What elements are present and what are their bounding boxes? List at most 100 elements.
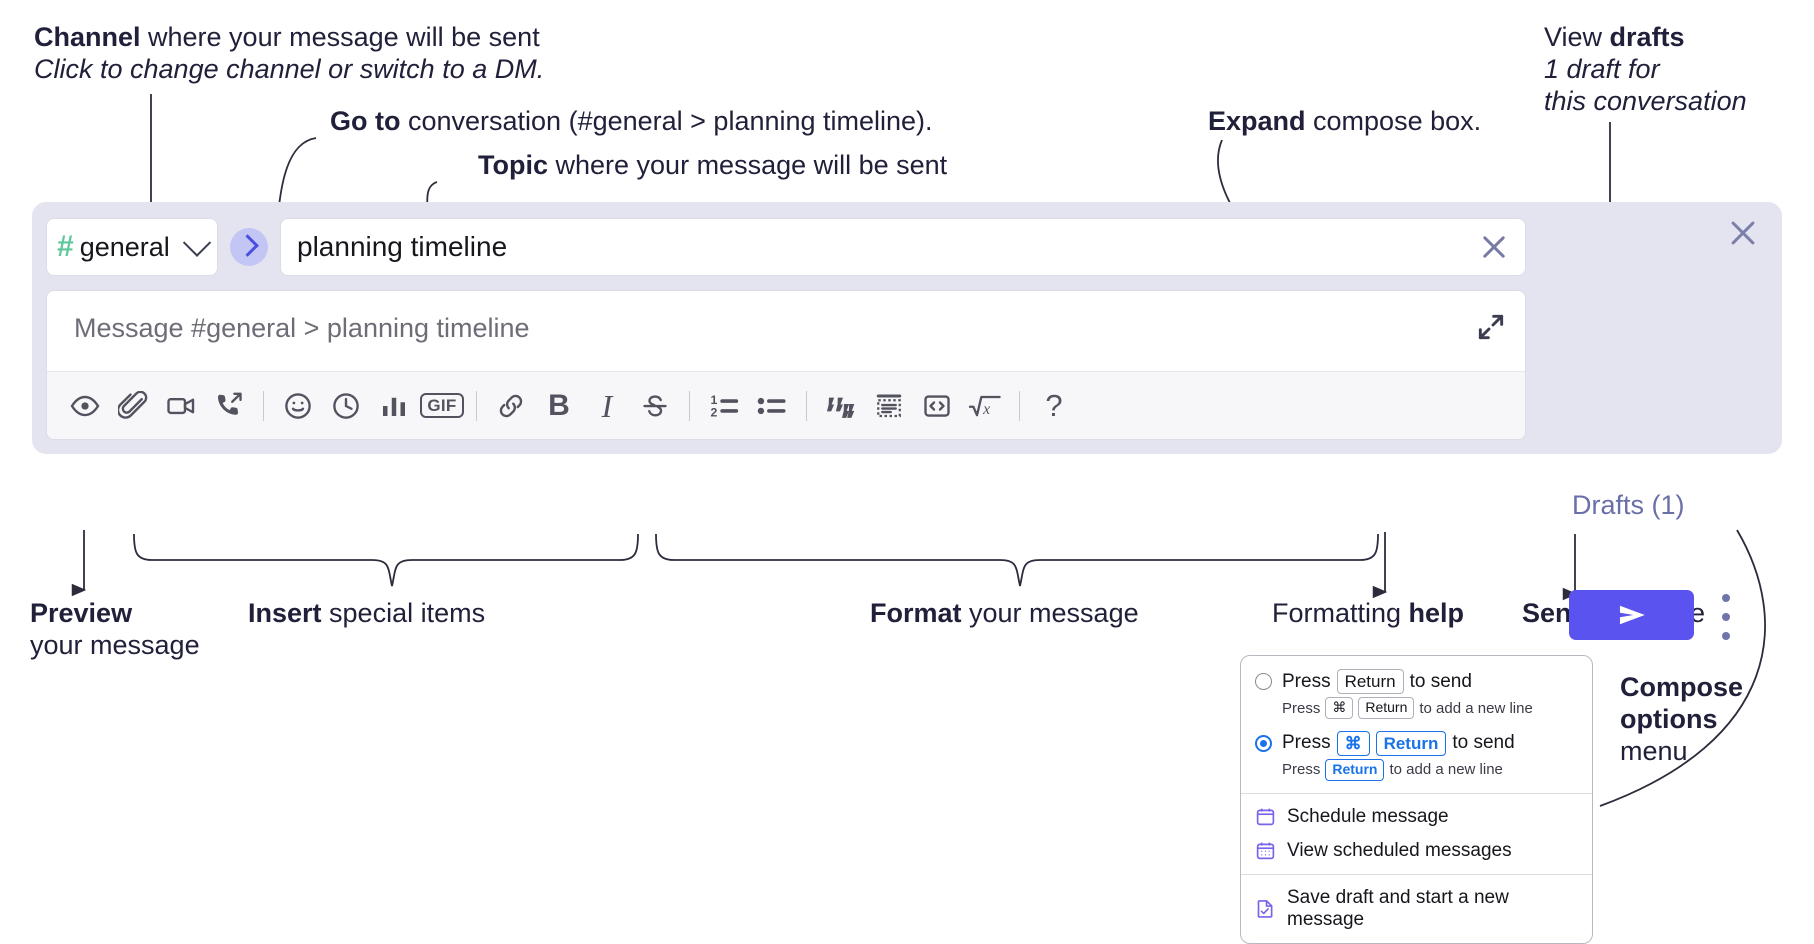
send-option-cmd-return-sub: Press Return to add a new line — [1241, 757, 1592, 783]
opt1-sub-pre: Press — [1282, 699, 1321, 717]
ordered-list-icon[interactable]: 1 2 — [700, 382, 748, 430]
opt2-pre: Press — [1282, 732, 1331, 754]
poll-icon[interactable] — [370, 382, 418, 430]
gif-icon[interactable]: GIF — [418, 382, 466, 430]
annotation-channel-italic: Click to change channel or switch to a D… — [34, 53, 545, 84]
annotation-compose-options-plain: menu — [1620, 735, 1688, 766]
save-draft-icon — [1257, 900, 1273, 918]
channel-name: general — [79, 231, 170, 262]
compose-panel: Drafts (1) # general planning timeline — [32, 202, 1782, 640]
separator-1 — [263, 390, 264, 421]
annotation-format-strong: Format — [870, 598, 962, 628]
message-input-box[interactable]: Message #general > planning timeline — [46, 290, 1526, 440]
annotation-insert-rest: special items — [321, 598, 486, 628]
drafts-link[interactable]: Drafts (1) — [1572, 490, 1685, 520]
clock-icon[interactable] — [322, 382, 370, 430]
goto-conversation-button[interactable] — [230, 228, 268, 266]
send-icon — [1619, 605, 1645, 625]
send-option-cmd-return-label: Press ⌘ Return to send — [1282, 730, 1515, 756]
strikethrough-icon[interactable] — [631, 382, 679, 430]
annotation-compose-options: Compose options menu — [1620, 672, 1743, 768]
hash-icon: # — [57, 230, 74, 263]
annotation-goto-rest: conversation (#general > planning timeli… — [400, 106, 933, 136]
annotation-drafts-plain: View — [1544, 22, 1610, 52]
dot-1 — [1722, 594, 1730, 602]
calendar-grid-icon — [1256, 842, 1275, 860]
call-icon[interactable] — [205, 382, 253, 430]
opt2-sub-post: to add a new line — [1389, 761, 1503, 779]
draft-group: Save draft and start a new message — [1241, 875, 1592, 943]
send-button[interactable] — [1569, 590, 1694, 640]
expand-icon[interactable] — [1475, 311, 1507, 343]
annotation-compose-options-strong1: Compose — [1620, 672, 1744, 702]
emoji-icon[interactable] — [274, 382, 322, 430]
menu-item-save-draft-label: Save draft and start a new message — [1287, 886, 1509, 930]
attachment-icon[interactable] — [109, 382, 157, 430]
annotation-insert-strong: Insert — [248, 598, 322, 628]
key-cmd: ⌘ — [1325, 697, 1354, 719]
annotation-compose-options-strong2: options — [1620, 703, 1718, 734]
annotation-channel-strong: Channel — [34, 22, 141, 52]
annotation-topic-rest: where your message will be sent — [548, 150, 948, 180]
radio-return[interactable] — [1255, 673, 1272, 691]
annotation-format-rest: your message — [961, 598, 1139, 628]
annotation-drafts-italic1: 1 draft for — [1544, 53, 1660, 84]
topic-value: planning timeline — [297, 231, 508, 262]
topic-input[interactable]: planning timeline — [280, 218, 1526, 276]
menu-item-save-draft[interactable]: Save draft and start a new message — [1241, 881, 1592, 937]
annotation-drafts: View drafts 1 draft for this conversatio… — [1544, 22, 1747, 118]
send-option-return-sub: Press ⌘ Return to add a new line — [1241, 695, 1592, 721]
annotation-topic: Topic where your message will be sent — [478, 150, 947, 182]
annotation-preview-strong: Preview — [30, 598, 133, 628]
svg-text:1: 1 — [710, 393, 717, 407]
help-icon[interactable]: ? — [1030, 382, 1078, 430]
radio-cmd-return[interactable] — [1255, 734, 1272, 752]
code-block-icon[interactable] — [865, 382, 913, 430]
opt1-pre: Press — [1282, 670, 1331, 692]
annotation-insert: Insert special items — [248, 598, 485, 630]
key-return-4: Return — [1325, 759, 1385, 781]
close-icon[interactable] — [1726, 216, 1760, 250]
chevron-down-icon — [182, 228, 212, 257]
link-icon[interactable] — [487, 382, 535, 430]
menu-item-view-scheduled-label: View scheduled messages — [1287, 839, 1512, 861]
code-icon[interactable] — [913, 382, 961, 430]
menu-item-view-scheduled[interactable]: View scheduled messages — [1241, 834, 1592, 868]
key-return-3: Return — [1375, 730, 1447, 756]
bulleted-list-icon[interactable] — [748, 382, 796, 430]
opt2-sub-pre: Press — [1282, 761, 1321, 779]
annotation-format: Format your message — [870, 598, 1139, 630]
annotation-expand: Expand compose box. — [1208, 106, 1481, 138]
send-option-return[interactable]: Press Return to send — [1241, 668, 1592, 695]
annotation-formatting-help: Formatting help — [1272, 598, 1464, 630]
svg-text:2: 2 — [710, 405, 717, 419]
menu-item-schedule-message[interactable]: Schedule message — [1241, 800, 1592, 834]
annotation-drafts-strong: drafts — [1609, 22, 1685, 52]
italic-icon[interactable]: I — [583, 382, 631, 430]
svg-text:x: x — [982, 400, 990, 417]
annotation-formatting-help-plain: Formatting — [1272, 598, 1409, 628]
preview-icon[interactable] — [61, 382, 109, 430]
annotation-goto-strong: Go to — [330, 106, 401, 136]
opt1-sub-post: to add a new line — [1419, 699, 1533, 717]
send-option-cmd-return[interactable]: Press ⌘ Return to send — [1241, 730, 1592, 757]
annotation-preview: Preview your message — [30, 598, 200, 662]
compose-options-button[interactable] — [1715, 594, 1737, 640]
latex-icon[interactable]: x — [961, 382, 1009, 430]
schedule-group: Schedule message View scheduled messages — [1241, 794, 1592, 874]
blockquote-icon[interactable] — [817, 382, 865, 430]
gif-label: GIF — [420, 393, 464, 418]
channel-selector[interactable]: # general — [46, 218, 218, 276]
separator-4 — [806, 390, 807, 421]
key-return-2: Return — [1358, 697, 1415, 719]
bold-icon[interactable]: B — [535, 382, 583, 430]
annotation-goto: Go to conversation (#general > planning … — [330, 106, 933, 138]
menu-divider-1 — [1241, 792, 1592, 794]
compose-header-row: # general planning timeline — [46, 216, 1526, 278]
clear-topic-icon[interactable] — [1477, 230, 1511, 264]
bold-label: B — [548, 388, 570, 422]
send-options-group: Press Return to send Press ⌘ Return to a… — [1241, 656, 1592, 793]
key-cmd-2: ⌘ — [1336, 730, 1370, 756]
message-placeholder: Message #general > planning timeline — [74, 313, 530, 343]
video-icon[interactable] — [157, 382, 205, 430]
